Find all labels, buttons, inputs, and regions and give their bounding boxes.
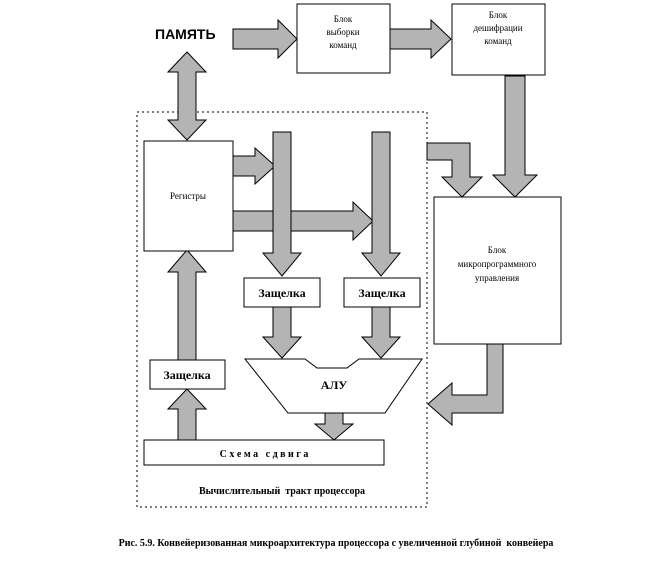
registers-label: Регистры	[170, 191, 206, 201]
latch-b-label: Защелка	[358, 286, 405, 300]
shifter-label: С х е м а с д в и г а	[220, 449, 309, 460]
figure-caption: Рис. 5.9. Конвейеризованная микроархитек…	[119, 538, 554, 549]
control-unit-line-3: управления	[475, 273, 519, 283]
microprogram-unit-box	[433, 196, 562, 345]
control-unit-line-1: Блок	[488, 245, 507, 255]
control-unit-line-2: микропрограммного	[458, 259, 537, 269]
registers-to-bus-a-arrow	[232, 146, 276, 186]
fetch-unit-line-2: выборки	[326, 27, 359, 37]
memory-to-fetch-arrow	[232, 18, 298, 60]
memory-registers-arrow	[166, 51, 208, 141]
decode-unit-line-3: команд	[484, 36, 512, 46]
bus-a-to-latch-arrow	[261, 131, 303, 277]
datapath-boundary	[136, 111, 428, 508]
control-to-datapath-arrow	[427, 343, 504, 427]
fetch-to-decode-arrow	[389, 18, 452, 60]
latch-to-registers-arrow	[166, 249, 208, 361]
registers-to-bus-b-arrow	[232, 200, 374, 242]
decode-unit-line-1: Блок	[489, 10, 508, 20]
latch-b-box	[343, 277, 421, 308]
datapath-to-control-arrow	[426, 142, 484, 198]
memory-label: ПАМЯТЬ	[155, 26, 216, 42]
latch-a-label: Защелка	[258, 286, 305, 300]
datapath-label: Вычислительный тракт процессора	[199, 486, 365, 497]
latch-a-box	[243, 277, 321, 308]
latch-b-to-alu-arrow	[360, 306, 402, 359]
alu-label: АЛУ	[321, 378, 348, 392]
decode-to-control-arrow	[491, 75, 539, 198]
fetch-unit-box	[296, 3, 391, 74]
fetch-unit-line-3: команд	[329, 40, 357, 50]
decode-unit-line-2: дешифрации	[473, 23, 522, 33]
decode-unit-box	[451, 3, 546, 76]
registers-box	[143, 140, 234, 252]
latch-c-box	[149, 359, 226, 390]
shifter-box	[143, 439, 385, 466]
latch-a-to-alu-arrow	[261, 306, 303, 359]
bus-b-to-latch-arrow	[360, 131, 402, 277]
alu-to-shifter-arrow	[313, 412, 355, 441]
alu-shape	[243, 358, 423, 414]
fetch-unit-line-1: Блок	[334, 14, 353, 24]
shifter-to-latch-arrow	[166, 388, 208, 441]
latch-c-label: Защелка	[163, 368, 210, 382]
